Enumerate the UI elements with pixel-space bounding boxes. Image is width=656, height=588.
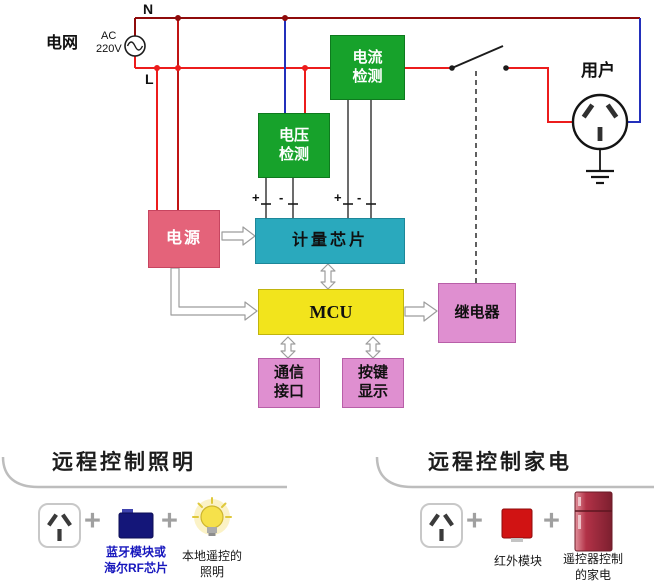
bus-arrows xyxy=(170,226,438,359)
user-neutral-branch-wire xyxy=(627,18,641,123)
block-mcu: MCU xyxy=(258,289,404,335)
pin-label-voltage-plus: + xyxy=(252,190,260,205)
plus-sign: + xyxy=(466,505,483,537)
section-title-lighting: 远程控制照明 xyxy=(52,451,196,474)
fridge-icon xyxy=(574,491,613,552)
block-label: 电流 检测 xyxy=(352,48,383,85)
section-underlines xyxy=(1,456,654,489)
arrow-power-to-metering xyxy=(221,226,256,246)
block-label: 按键 显示 xyxy=(357,364,388,400)
block-current-detect: 电流 检测 xyxy=(330,35,405,100)
block-label: 继电器 xyxy=(454,303,500,321)
bulb-icon xyxy=(192,497,232,536)
block-label: 通信 接口 xyxy=(273,364,304,400)
block-metering-chip: 计量芯片 xyxy=(255,218,405,264)
pin-label-current-minus: - xyxy=(357,190,362,205)
sense-pin-wires xyxy=(261,100,376,222)
ground-icon xyxy=(586,149,614,185)
arrow-mcu-keypad xyxy=(365,336,381,359)
ac-source-icon xyxy=(124,35,146,57)
local-lighting-label: 本地遥控的 照明 xyxy=(181,549,242,580)
block-label: 电压 检测 xyxy=(278,126,309,163)
neutral-label: N xyxy=(143,1,154,17)
pin-label-voltage-minus: - xyxy=(279,190,284,205)
plus-sign: + xyxy=(84,505,101,537)
neutral-wire xyxy=(134,17,640,36)
ir-module-label: 红外模块 xyxy=(493,554,542,568)
ir-module-icon xyxy=(501,508,533,542)
block-voltage-detect: 电压 检测 xyxy=(258,113,330,178)
remote-appliance-label: 遥控器控制 的家电 xyxy=(562,552,623,583)
block-comm-interface: 通信 接口 xyxy=(258,358,320,408)
block-label: 计量芯片 xyxy=(291,232,368,249)
grid-label: 电网 xyxy=(46,35,79,52)
user-label: 用户 xyxy=(581,61,615,80)
block-keypad-display: 按键 显示 xyxy=(342,358,404,408)
section-title-appliance: 远程控制家电 xyxy=(428,451,572,474)
junction-dots xyxy=(154,15,308,71)
block-label: MCU xyxy=(309,301,353,322)
block-label: 电源 xyxy=(165,230,202,247)
plus-sign: + xyxy=(161,505,178,537)
voltage-value-label: 220V xyxy=(96,43,122,55)
bluetooth-module-icon xyxy=(118,509,154,539)
block-relay: 继电器 xyxy=(438,283,516,343)
block-power-supply: 电源 xyxy=(148,210,220,268)
socket-icon xyxy=(420,503,463,548)
bluetooth-module-label: 蓝牙模块或 海尔RF芯片 xyxy=(104,545,168,576)
switch-icon xyxy=(449,45,509,71)
socket-icon xyxy=(38,503,81,548)
ac-label: AC xyxy=(101,30,117,42)
pin-label-current-plus: + xyxy=(334,190,342,205)
plus-sign: + xyxy=(543,505,560,537)
live-label: L xyxy=(145,71,154,87)
arrow-mcu-to-relay xyxy=(404,301,438,322)
outlet-icon xyxy=(571,93,629,151)
arrow-mcu-comm xyxy=(280,336,296,359)
arrow-metering-mcu xyxy=(320,263,336,290)
arrow-power-to-mcu xyxy=(170,267,258,321)
